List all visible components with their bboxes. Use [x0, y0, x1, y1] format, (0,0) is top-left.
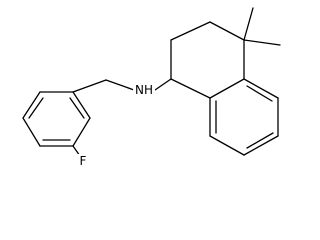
double-bond-line [246, 85, 273, 102]
bond-methyl [243, 39, 281, 46]
molecule-diagram: NH F [22, 7, 281, 168]
fluorophenyl-ring [22, 91, 91, 147]
double-bond-line [28, 97, 44, 119]
bond [72, 91, 91, 119]
atom-label-nh: NH [133, 82, 155, 98]
bond [170, 78, 211, 99]
bond [243, 135, 279, 156]
double-bond-line [69, 97, 85, 119]
double-bond-line [246, 132, 274, 149]
nh-label: NH [135, 83, 153, 97]
structure-svg: NH F [22, 7, 281, 168]
bond-n-c1 [154, 78, 172, 91]
bond-ring-ch2 [72, 79, 107, 93]
bond [243, 78, 279, 99]
bond [72, 117, 91, 147]
bond [22, 91, 41, 119]
atom-label-f: F [76, 154, 90, 168]
bond [170, 21, 211, 41]
bond-methyl [243, 7, 254, 41]
bond [22, 117, 41, 147]
fluorine-label: F [80, 154, 87, 168]
saturated-ring [170, 21, 245, 99]
bond [209, 21, 245, 41]
bond [209, 135, 245, 156]
bond [209, 78, 245, 99]
fused-aromatic-ring [209, 78, 279, 156]
bond-ch2-n [105, 79, 135, 91]
